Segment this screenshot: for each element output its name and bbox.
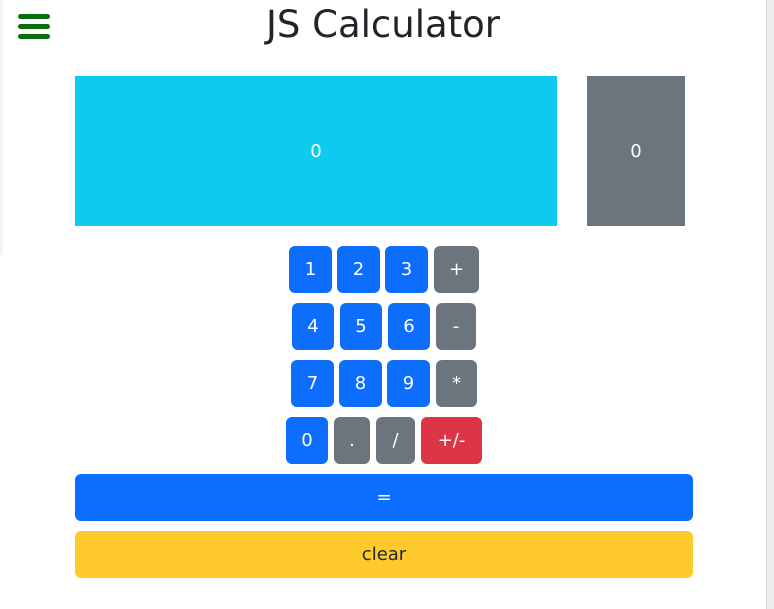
main-display-value: 0 bbox=[310, 140, 322, 162]
scrollbar-track[interactable] bbox=[766, 0, 774, 609]
secondary-display: 0 bbox=[587, 76, 685, 226]
key-4-button[interactable]: 4 bbox=[292, 303, 334, 350]
key-6-button[interactable]: 6 bbox=[388, 303, 430, 350]
multiply-operator-button[interactable]: * bbox=[436, 360, 477, 407]
menu-bar bbox=[18, 34, 50, 39]
menu-bar bbox=[18, 14, 50, 19]
equals-button[interactable]: = bbox=[75, 474, 693, 521]
minus-operator-button[interactable]: - bbox=[436, 303, 476, 350]
key-2-button[interactable]: 2 bbox=[337, 246, 380, 293]
page-title: JS Calculator bbox=[265, 3, 501, 46]
hamburger-menu-icon[interactable] bbox=[17, 13, 51, 41]
key-1-button[interactable]: 1 bbox=[289, 246, 332, 293]
negate-button[interactable]: +/- bbox=[421, 417, 482, 464]
key-5-button[interactable]: 5 bbox=[340, 303, 382, 350]
menu-bar bbox=[18, 24, 50, 29]
divide-operator-button[interactable]: / bbox=[376, 417, 415, 464]
window-edge-left bbox=[0, 0, 3, 255]
plus-operator-button[interactable]: + bbox=[434, 246, 479, 293]
key-7-button[interactable]: 7 bbox=[291, 360, 334, 407]
main-display: 0 bbox=[75, 76, 557, 226]
secondary-display-value: 0 bbox=[630, 140, 642, 162]
key-8-button[interactable]: 8 bbox=[339, 360, 382, 407]
decimal-point-button[interactable]: . bbox=[334, 417, 370, 464]
key-3-button[interactable]: 3 bbox=[385, 246, 428, 293]
key-0-button[interactable]: 0 bbox=[286, 417, 328, 464]
key-9-button[interactable]: 9 bbox=[387, 360, 430, 407]
clear-button[interactable]: clear bbox=[75, 531, 693, 578]
